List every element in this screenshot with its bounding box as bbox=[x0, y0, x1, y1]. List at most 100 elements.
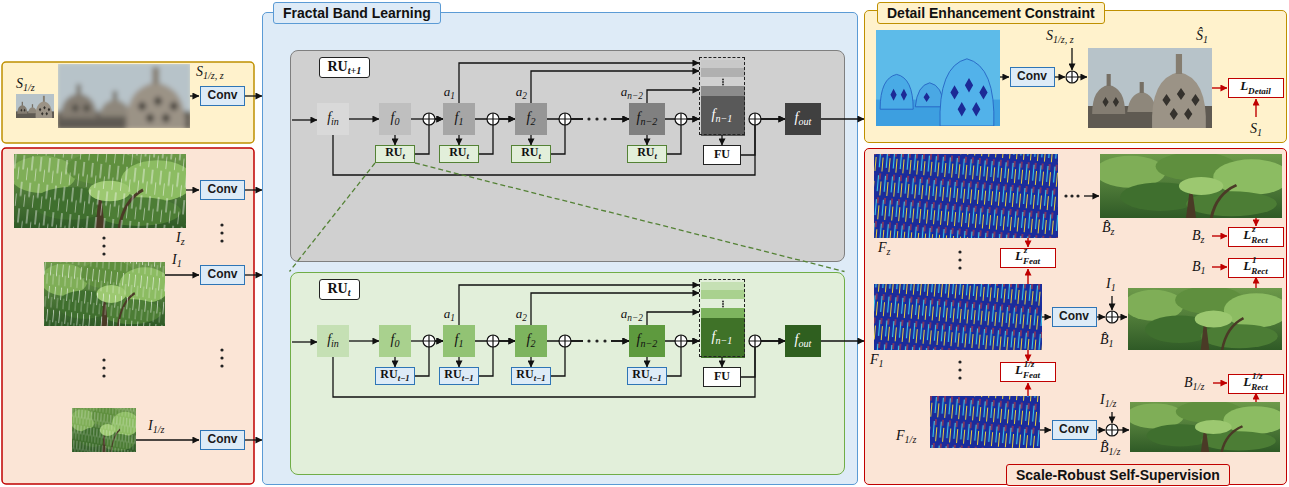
math-label: F1/z bbox=[896, 428, 916, 446]
node-label: fout bbox=[795, 110, 812, 127]
svg-part bbox=[1106, 424, 1118, 436]
math-subscript: Rect bbox=[1251, 382, 1268, 392]
math-main: f bbox=[455, 110, 459, 125]
math-scripts: Featz bbox=[1023, 256, 1040, 266]
connector bbox=[531, 293, 699, 325]
math-subscript: 1/z bbox=[23, 82, 35, 93]
math-subscript: n−1 bbox=[716, 335, 733, 346]
conv-block: Conv bbox=[200, 180, 245, 200]
svg-part bbox=[1212, 87, 1227, 88]
math-subscript: t bbox=[348, 287, 351, 298]
plus-cross bbox=[423, 113, 435, 125]
plus-circle bbox=[423, 335, 435, 347]
concat-stack: fn−1 bbox=[699, 279, 745, 357]
plus-symbol bbox=[1106, 424, 1118, 436]
svg-part bbox=[1255, 393, 1256, 402]
node-label: LFeat1/z bbox=[1015, 363, 1040, 379]
svg-part bbox=[220, 231, 223, 234]
math-label: F1 bbox=[870, 352, 884, 370]
unit-title: RUt bbox=[319, 279, 360, 300]
vertical-dots bbox=[102, 223, 223, 377]
ellipsis-dot bbox=[603, 117, 606, 120]
svg-part bbox=[190, 95, 199, 96]
connector bbox=[531, 71, 699, 103]
plus-circle bbox=[487, 335, 499, 347]
feature-block: fn−2 bbox=[629, 325, 665, 357]
math-main: f bbox=[795, 110, 799, 125]
plus-symbol bbox=[675, 335, 687, 347]
input-panel bbox=[2, 62, 254, 143]
math-main: f bbox=[455, 332, 459, 347]
math-label: S1/z, z bbox=[196, 64, 224, 82]
plus-cross bbox=[559, 335, 571, 347]
math-subscript: Detail bbox=[1248, 86, 1271, 96]
svg-part bbox=[701, 60, 745, 68]
math-main: S bbox=[16, 76, 23, 91]
feature-map bbox=[930, 396, 1040, 448]
math-subscript: in bbox=[331, 116, 339, 127]
math-main: f bbox=[637, 332, 641, 347]
svg-part bbox=[1078, 76, 1087, 77]
svg-part bbox=[722, 79, 724, 81]
svg-part bbox=[1106, 311, 1118, 323]
node-label: LRectz bbox=[1243, 228, 1268, 244]
connector bbox=[821, 118, 864, 119]
svg-part bbox=[1027, 238, 1028, 247]
svg-part bbox=[220, 364, 223, 367]
loss-box: LRect1 bbox=[1228, 258, 1284, 278]
math-main: I bbox=[172, 252, 177, 267]
detail-map-image bbox=[876, 30, 1000, 126]
node-label: f1 bbox=[455, 332, 464, 349]
svg-part bbox=[220, 223, 223, 226]
recursive-unit-box: RUt bbox=[439, 145, 479, 163]
feature-block: fn−2 bbox=[629, 103, 665, 135]
node-label: fn−2 bbox=[637, 332, 658, 349]
svg-part bbox=[958, 250, 961, 253]
conv-block: Conv bbox=[1052, 420, 1097, 440]
svg-part bbox=[958, 376, 961, 379]
svg-part bbox=[958, 368, 961, 371]
svg-part bbox=[1106, 424, 1118, 436]
svg-part bbox=[58, 64, 190, 128]
svg-part bbox=[722, 81, 724, 83]
feature-block: f2 bbox=[515, 325, 547, 357]
svg-part bbox=[1040, 429, 1051, 430]
feature-map bbox=[874, 154, 1058, 238]
math-main: RU bbox=[521, 145, 538, 159]
svg-part bbox=[701, 86, 745, 96]
svg-part bbox=[1111, 296, 1112, 310]
blurred-temple-image bbox=[58, 64, 190, 128]
math-subscript: t−1 bbox=[534, 373, 546, 383]
math-main: B̂ bbox=[1100, 332, 1109, 347]
svg-part bbox=[1097, 316, 1105, 317]
connector bbox=[333, 341, 785, 397]
math-label: B̂1/z bbox=[1100, 440, 1120, 458]
svg-part bbox=[1027, 350, 1028, 361]
node-label: RUt bbox=[637, 146, 657, 161]
math-label: I1 bbox=[1106, 276, 1116, 294]
math-main: I bbox=[176, 230, 181, 245]
plus-circle bbox=[423, 113, 435, 125]
math-main: a bbox=[444, 84, 451, 99]
node-label: f0 bbox=[391, 332, 400, 349]
math-subscript: 1/z bbox=[153, 424, 165, 435]
connector bbox=[479, 341, 515, 376]
math-subscript: t bbox=[538, 151, 540, 161]
dots bbox=[958, 194, 1079, 379]
math-subscript: t−1 bbox=[650, 373, 662, 383]
recursive-unit-box: RUt−1 bbox=[627, 367, 667, 385]
math-subscript: in bbox=[331, 338, 339, 349]
node-label: fn−1 bbox=[712, 329, 733, 346]
plus-cross bbox=[675, 335, 687, 347]
feature-block: fout bbox=[785, 103, 821, 135]
conv-block: Conv bbox=[200, 430, 245, 450]
conv-block: Conv bbox=[1010, 67, 1055, 87]
svg-part bbox=[1042, 316, 1051, 317]
math-subscript: 1 bbox=[1111, 282, 1116, 293]
svg-part bbox=[102, 244, 105, 247]
math-main: L bbox=[1243, 258, 1251, 273]
math-subscript: Rect bbox=[1251, 235, 1268, 245]
svg-part bbox=[292, 119, 317, 120]
connector bbox=[530, 135, 531, 145]
